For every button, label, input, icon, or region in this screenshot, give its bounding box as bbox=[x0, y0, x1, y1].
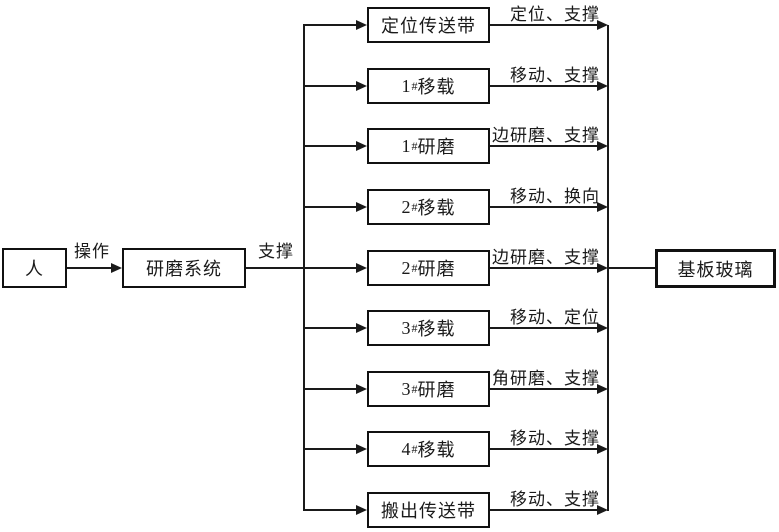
process-box-number: 3 bbox=[401, 378, 412, 399]
arrow-head bbox=[597, 263, 608, 273]
grinding-system-box: 研磨系统 bbox=[122, 248, 246, 288]
output-connector-line bbox=[490, 24, 598, 26]
process-box-label: 研磨 bbox=[417, 137, 456, 157]
arrow-head bbox=[356, 202, 367, 212]
process-box: 搬出传送带 bbox=[367, 492, 490, 528]
process-box-label: 移载 bbox=[417, 319, 456, 339]
branch-connector-line bbox=[303, 145, 357, 147]
branch-connector-line bbox=[303, 85, 357, 87]
arrow-head bbox=[597, 384, 608, 394]
operate-arrow-label: 操作 bbox=[74, 242, 110, 261]
process-box-number-sup: # bbox=[411, 381, 418, 396]
arrow-head bbox=[356, 384, 367, 394]
output-arrow-label: 移动、换向 bbox=[510, 187, 600, 206]
arrow-head bbox=[597, 505, 608, 515]
branch-connector-line bbox=[303, 24, 357, 26]
process-box-number-sup: # bbox=[411, 138, 418, 153]
substrate-glass-box-label: 基板玻璃 bbox=[677, 259, 754, 280]
arrow-head bbox=[356, 505, 367, 515]
process-box-number-sup: # bbox=[411, 320, 418, 335]
output-connector-line bbox=[490, 509, 598, 511]
branch-connector-line bbox=[303, 448, 357, 450]
process-box-label: 移载 bbox=[417, 440, 456, 460]
person-box: 人 bbox=[2, 248, 67, 288]
branch-connector-line bbox=[303, 509, 357, 511]
grinding-system-box-label: 研磨系统 bbox=[146, 259, 222, 279]
output-connector-line bbox=[490, 448, 598, 450]
arrow-head bbox=[356, 81, 367, 91]
arrow-head bbox=[356, 323, 367, 333]
process-box-number: 3 bbox=[401, 317, 412, 338]
arrow-head bbox=[597, 141, 608, 151]
process-box-number: 1 bbox=[401, 135, 412, 156]
arrow-head bbox=[356, 141, 367, 151]
process-box-number: 2 bbox=[401, 257, 412, 278]
output-arrow-label: 边研磨、支撑 bbox=[492, 126, 600, 145]
arrow-head bbox=[597, 323, 608, 333]
arrow-head bbox=[597, 81, 608, 91]
substrate-glass-box: 基板玻璃 bbox=[655, 249, 776, 288]
process-box-label: 研磨 bbox=[417, 380, 456, 400]
process-box: 3#移载 bbox=[367, 310, 490, 346]
process-box: 1#研磨 bbox=[367, 128, 490, 164]
arrow-head bbox=[356, 20, 367, 30]
process-box: 4#移载 bbox=[367, 431, 490, 467]
arrow-head bbox=[597, 202, 608, 212]
output-arrow-label: 移动、定位 bbox=[510, 308, 600, 327]
connector-line bbox=[67, 267, 113, 269]
process-box: 2#移载 bbox=[367, 189, 490, 225]
process-box-label: 研磨 bbox=[417, 259, 456, 279]
process-box-label: 移载 bbox=[417, 198, 456, 218]
arrow-head bbox=[597, 444, 608, 454]
output-connector-line bbox=[490, 145, 598, 147]
output-connector-line bbox=[490, 327, 598, 329]
output-arrow-label: 定位、支撑 bbox=[510, 5, 600, 24]
process-box-number: 2 bbox=[401, 196, 412, 217]
output-connector-line bbox=[490, 267, 598, 269]
connector-line bbox=[246, 267, 304, 269]
process-box-label: 定位传送带 bbox=[381, 16, 476, 36]
output-connector-line bbox=[490, 388, 598, 390]
branch-connector-line bbox=[303, 388, 357, 390]
process-box-number-sup: # bbox=[411, 260, 418, 275]
process-box-number-sup: # bbox=[411, 199, 418, 214]
process-box-number: 4 bbox=[401, 438, 412, 459]
process-box: 定位传送带 bbox=[367, 7, 490, 43]
process-box-label: 搬出传送带 bbox=[381, 501, 476, 521]
person-box-label: 人 bbox=[25, 259, 44, 279]
process-box-number-sup: # bbox=[411, 441, 418, 456]
output-arrow-label: 移动、支撑 bbox=[510, 66, 600, 85]
process-box-number: 1 bbox=[401, 75, 412, 96]
arrow-head bbox=[356, 263, 367, 273]
output-arrow-label: 边研磨、支撑 bbox=[492, 248, 600, 267]
output-arrow-label: 移动、支撑 bbox=[510, 429, 600, 448]
process-box: 3#研磨 bbox=[367, 371, 490, 407]
branch-connector-line bbox=[303, 206, 357, 208]
connector-line bbox=[608, 267, 655, 269]
process-box: 2#研磨 bbox=[367, 250, 490, 286]
output-connector-line bbox=[490, 206, 598, 208]
process-box: 1#移载 bbox=[367, 68, 490, 104]
support-edge-label: 支撑 bbox=[258, 242, 294, 261]
arrow-head bbox=[356, 444, 367, 454]
process-box-number-sup: # bbox=[411, 78, 418, 93]
output-arrow-label: 移动、支撑 bbox=[510, 490, 600, 509]
arrow-head bbox=[597, 20, 608, 30]
output-connector-line bbox=[490, 85, 598, 87]
output-arrow-label: 角研磨、支撑 bbox=[492, 369, 600, 388]
branch-connector-line bbox=[303, 327, 357, 329]
branch-connector-line bbox=[303, 267, 357, 269]
process-box-label: 移载 bbox=[417, 77, 456, 97]
arrow-head bbox=[111, 263, 122, 273]
